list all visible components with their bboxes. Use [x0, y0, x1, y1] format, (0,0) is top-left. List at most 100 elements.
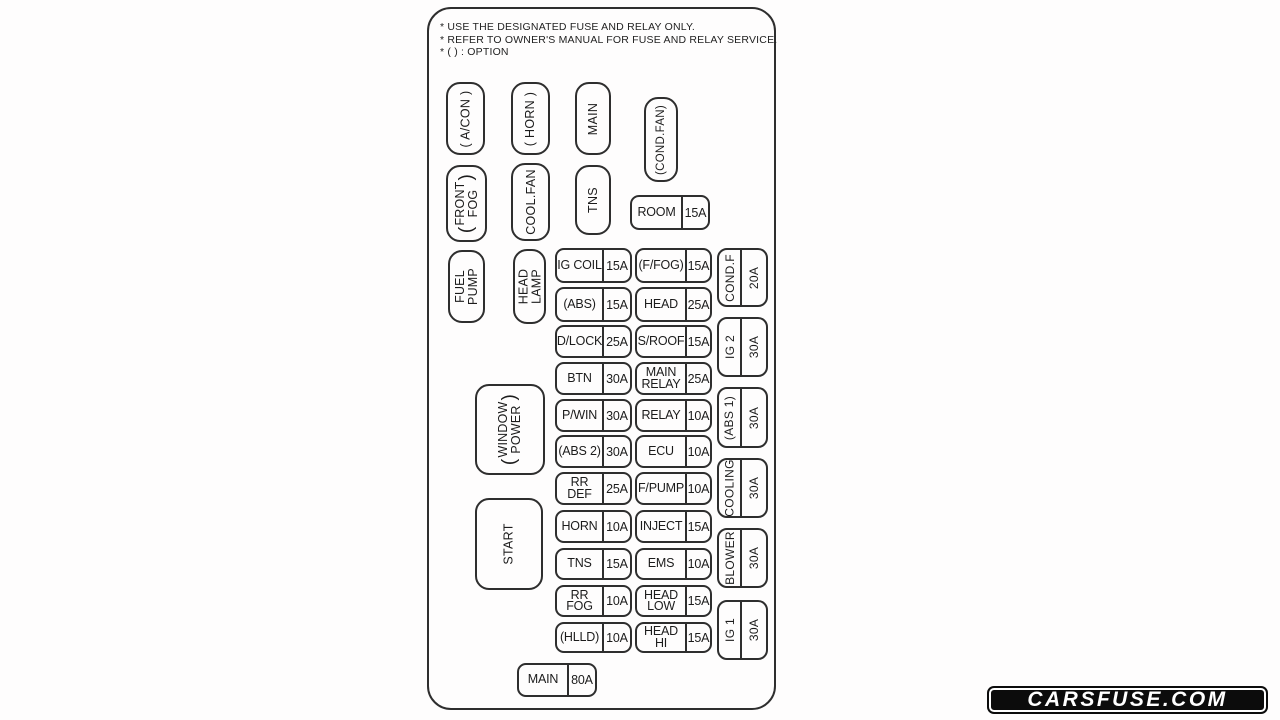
fuse-label: ECU	[637, 437, 687, 466]
fuse-label: MAIN	[519, 665, 569, 695]
fuse-label: IG COIL	[557, 250, 604, 281]
fuse-label: BTN	[557, 364, 604, 393]
fuse-ig-1: IG 1 30A	[717, 600, 768, 660]
fuse-label: MAIN RELAY	[637, 364, 687, 393]
fuse-amp: 25A	[687, 297, 710, 312]
fuse-amp: 15A	[687, 630, 710, 645]
relay-window-power-line1: WINDOW	[496, 401, 511, 458]
fuse-label: S/ROOF	[637, 327, 687, 356]
relay-main: MAIN	[575, 82, 611, 155]
note-line-1: * USE THE DESIGNATED FUSE AND RELAY ONLY…	[440, 21, 696, 33]
fuse-main-relay: MAIN RELAY 25A	[635, 362, 712, 395]
fuse-amp: 80A	[571, 673, 593, 687]
fuse-amp: 30A	[746, 335, 761, 359]
fuse-amp: 15A	[606, 258, 628, 273]
fuse-ig-coil: IG COIL 15A	[555, 248, 632, 283]
fuse-cond-f: COND.F 20A	[717, 248, 768, 307]
relay-start-label: START	[501, 523, 516, 565]
relay-cool-fan-label: COOL.FAN	[523, 169, 538, 235]
relay-fuel-pump: FUEL PUMP	[448, 250, 485, 323]
relay-cond-fan-label: (COND.FAN)	[655, 104, 667, 175]
fuse-amp: 10A	[687, 557, 710, 571]
fuse-label: F/PUMP	[637, 474, 687, 503]
fuse-label: ROOM	[632, 197, 683, 228]
fuse-rr-fog: RR FOG 10A	[555, 585, 632, 617]
fuse-amp: 25A	[687, 371, 710, 386]
fuse-ecu: ECU 10A	[635, 435, 712, 468]
note-line-3: * ( ) : OPTION	[440, 46, 509, 59]
carsfuse-logo-text: CARSFUSE.COM	[1027, 688, 1228, 711]
relay-head-lamp-line2: LAMP	[528, 269, 543, 304]
relay-window-power-line2: POWER	[509, 405, 524, 454]
note-line-2: * REFER TO OWNER'S MANUAL FOR FUSE AND R…	[440, 33, 778, 46]
fuse-label-line1: MAIN	[645, 365, 677, 379]
close-paren: )	[499, 393, 521, 401]
relay-window-power-label: ( WINDOW POWER )	[496, 393, 524, 466]
relay-tns: TNS	[575, 165, 611, 235]
fuse-blower: BLOWER 30A	[717, 528, 768, 588]
fuse-amp: 10A	[687, 481, 710, 496]
header-notes: * USE THE DESIGNATED FUSE AND RELAY ONLY…	[440, 21, 777, 59]
fuse-label: (F/FOG)	[637, 250, 687, 281]
fuse-f-fog: (F/FOG) 15A	[635, 248, 712, 283]
close-paren: )	[456, 173, 477, 181]
fuse-amp: 30A	[606, 408, 628, 423]
fuse-label: RELAY	[637, 401, 687, 430]
relay-start: START	[475, 498, 543, 590]
fuse-amp: 30A	[746, 618, 761, 642]
fuse-amp: 15A	[687, 594, 710, 608]
relay-acon-label: ( A/CON )	[458, 90, 473, 147]
fuse-label: COND.F	[722, 253, 737, 302]
fuse-rr-def: RR DEF 25A	[555, 472, 632, 505]
fuse-amp: 15A	[687, 519, 710, 534]
fuse-label: D/LOCK	[557, 327, 604, 356]
relay-main-label: MAIN	[586, 102, 601, 135]
relay-front-fog-line2: FOG	[465, 189, 480, 218]
fuse-label: BLOWER	[722, 531, 737, 585]
relay-head-lamp-line1: HEAD	[516, 268, 530, 305]
fuse-amp: 25A	[606, 334, 628, 349]
open-paren: (	[499, 458, 521, 466]
fuse-amp: 15A	[606, 297, 628, 312]
fuse-head: HEAD 25A	[635, 287, 712, 322]
relay-front-fog: ( FRONT FOG )	[446, 165, 487, 242]
fuse-amp: 15A	[606, 557, 628, 571]
fuse-s-roof: S/ROOF 15A	[635, 325, 712, 358]
fuse-head-low: HEAD LOW 15A	[635, 585, 712, 617]
fuse-label: HEAD HI	[637, 624, 687, 651]
relay-front-fog-label: ( FRONT FOG )	[453, 173, 480, 234]
fuse-btn: BTN 30A	[555, 362, 632, 395]
fuse-amp: 10A	[687, 444, 710, 459]
relay-horn: ( HORN )	[511, 82, 550, 155]
fuse-label: HORN	[557, 512, 604, 541]
fuse-head-hi: HEAD HI 15A	[635, 622, 712, 653]
fuse-label: IG 1	[722, 618, 737, 642]
fuse-inject: INJECT 15A	[635, 510, 712, 543]
fuse-label: RR DEF	[557, 474, 604, 503]
fuse-hlld: (HLLD) 10A	[555, 622, 632, 653]
relay-fuel-pump-label: FUEL PUMP	[453, 268, 480, 305]
fuse-label: EMS	[637, 550, 687, 578]
fuse-p-win: P/WIN 30A	[555, 399, 632, 432]
fuse-amp: 10A	[606, 594, 628, 608]
fuse-ig-2: IG 2 30A	[717, 317, 768, 377]
carsfuse-logo-frame: CARSFUSE.COM	[989, 688, 1266, 712]
relay-fuel-pump-line2: PUMP	[465, 268, 480, 305]
fuse-amp: 30A	[606, 444, 628, 459]
open-paren: (	[456, 226, 477, 234]
fuse-label: (ABS 1)	[722, 395, 737, 440]
fuse-label: INJECT	[637, 512, 687, 541]
fuse-abs: (ABS) 15A	[555, 287, 632, 322]
fuse-label-line2: LOW	[647, 599, 675, 613]
fuse-label-line1: HEAD	[644, 587, 678, 602]
fuse-amp: 30A	[746, 546, 761, 570]
fuse-label-line2: HI	[654, 635, 668, 650]
fuse-label: HEAD LOW	[637, 587, 687, 615]
relay-cond-fan: (COND.FAN)	[644, 97, 678, 182]
fuse-amp: 15A	[687, 258, 710, 273]
fuse-amp: 15A	[687, 334, 710, 349]
fuse-cooling: COOLING 30A	[717, 458, 768, 518]
fuse-label: TNS	[557, 550, 604, 578]
carsfuse-logo: CARSFUSE.COM	[987, 686, 1268, 714]
fuse-f-pump: F/PUMP 10A	[635, 472, 712, 505]
